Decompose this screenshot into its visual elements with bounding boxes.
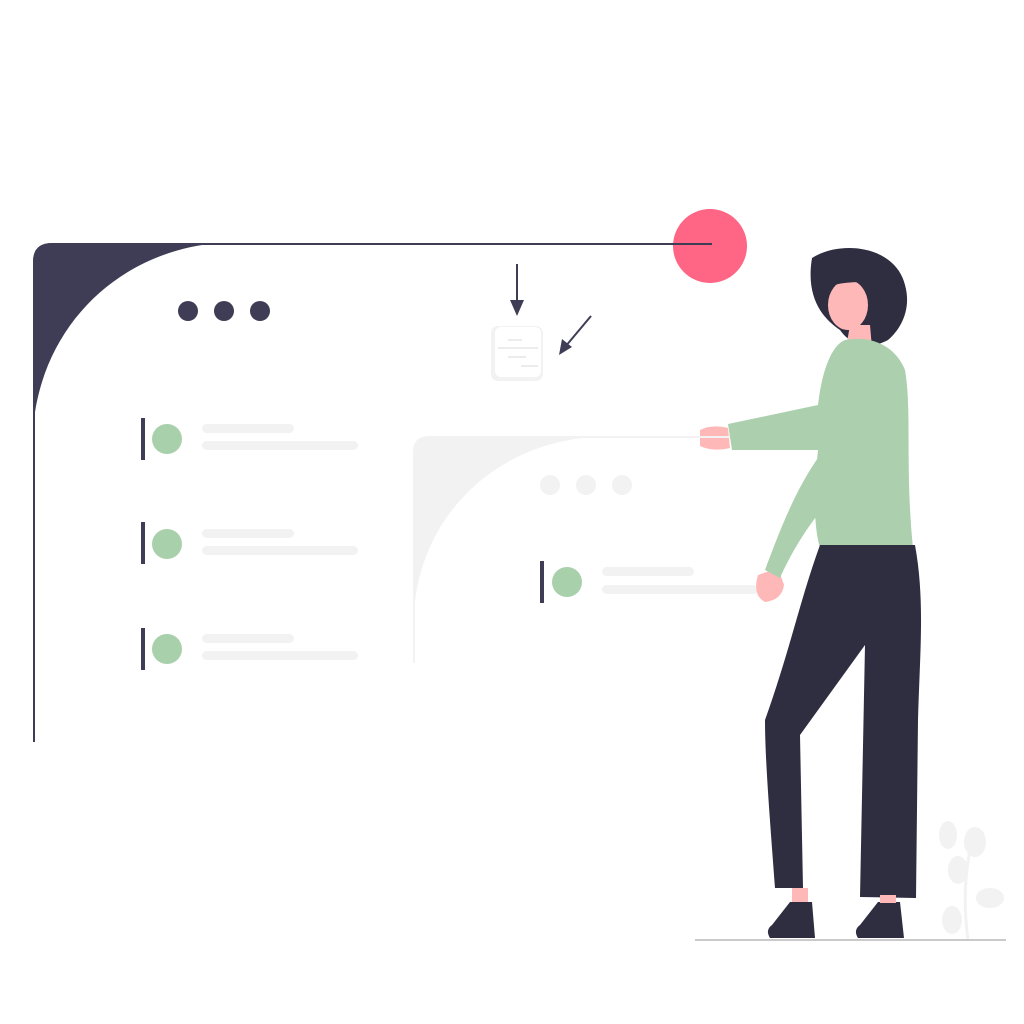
window-dots	[178, 301, 270, 321]
main-window	[33, 243, 712, 742]
accent-circle	[673, 209, 747, 283]
list-item	[540, 561, 758, 603]
secondary-window-corner-fill	[414, 437, 592, 612]
arrow-down-icon	[510, 264, 524, 316]
pants	[765, 545, 922, 898]
document-icon	[491, 326, 543, 381]
main-window-frame	[33, 243, 712, 742]
plant	[939, 821, 1004, 941]
main-window-corner-fill	[33, 243, 218, 430]
person	[696, 248, 922, 938]
secondary-window-frame	[413, 436, 782, 663]
list-item	[141, 628, 358, 670]
right-shoe	[855, 902, 904, 938]
list-item	[141, 418, 358, 460]
right-hand	[756, 568, 784, 602]
secondary-window	[413, 436, 782, 663]
face	[828, 280, 868, 330]
list-item	[141, 522, 358, 564]
sweater	[728, 338, 913, 548]
left-shoe	[767, 902, 815, 938]
arrow-diagonal-icon	[559, 315, 592, 355]
sweater-arm	[765, 400, 873, 578]
